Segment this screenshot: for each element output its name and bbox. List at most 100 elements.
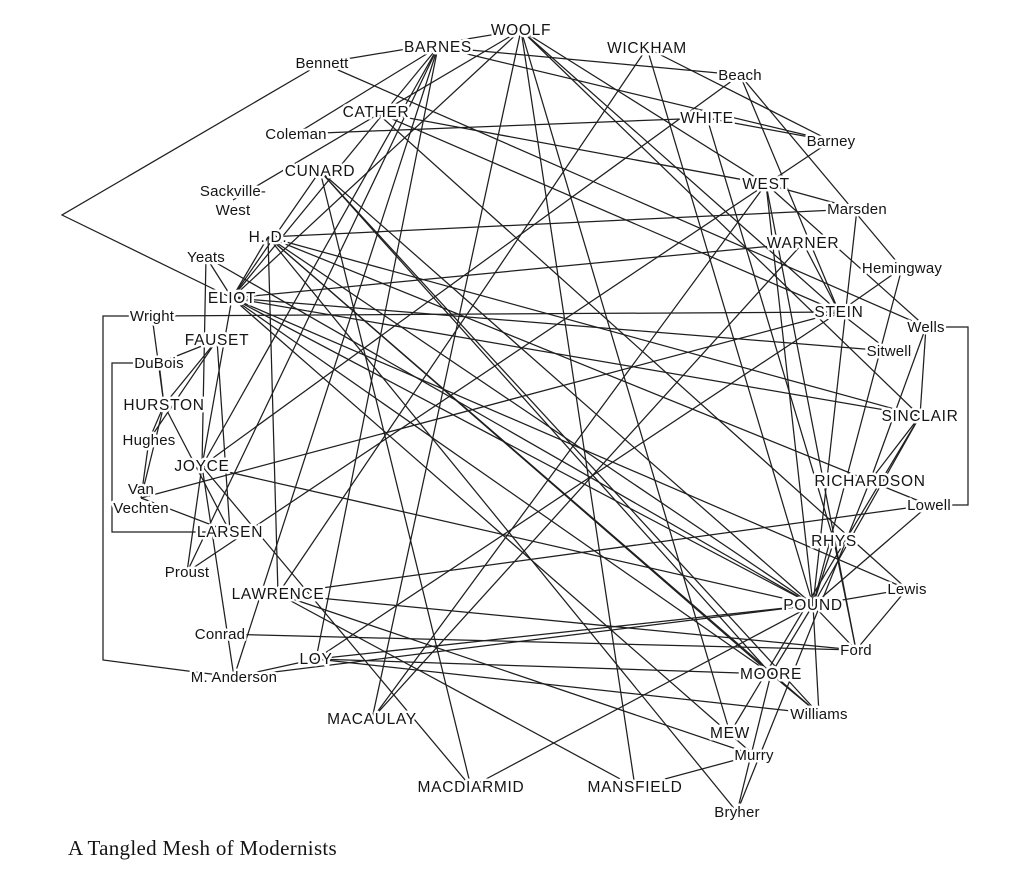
node-label-lewis: Lewis <box>887 581 926 598</box>
node-label-hemingway: Hemingway <box>862 260 942 277</box>
node-label-sinclair: SINCLAIR <box>881 408 958 425</box>
edge-warner-stein <box>802 242 840 313</box>
edge-sinclair-eliot <box>231 297 921 417</box>
node-label-west: WEST <box>742 176 790 193</box>
edge-eliot-pound <box>231 297 814 606</box>
edge-hurston-hughes <box>148 404 165 441</box>
node-label-yeats: Yeats <box>187 249 225 266</box>
edge-hd-marsden <box>267 208 858 238</box>
node-label-hd: H. D. <box>249 229 288 246</box>
edge-barnes-manderson <box>233 46 439 678</box>
edge-west-marsden <box>765 183 858 210</box>
node-label-lawrence: LAWRENCE <box>232 586 325 603</box>
node-label-warner: WARNER <box>767 235 840 252</box>
edge-joyce-beach <box>201 74 741 467</box>
edge-barnes-joyce <box>201 46 439 467</box>
edge-barnes-proust <box>186 46 439 573</box>
edge-cunard-williams <box>319 170 820 715</box>
edge-lawrence-mansfield <box>277 593 636 788</box>
edge-stein-vanvechten <box>140 311 840 499</box>
edge-stein-wright <box>151 311 840 317</box>
edge-stein-loy <box>315 311 840 660</box>
edge-west-pound <box>765 183 814 606</box>
node-label-white: WHITE <box>680 110 733 127</box>
edge-barnes-beach <box>437 46 741 76</box>
node-label-bryher: Bryher <box>714 804 759 821</box>
edge-pound-ford <box>812 604 857 651</box>
edge-cunard-moore <box>319 170 772 675</box>
node-label-cunard: CUNARD <box>285 163 356 180</box>
edge-fauset-dubois <box>158 339 218 364</box>
node-label-joyce: JOYCE <box>174 458 229 475</box>
edge-pound-yeats <box>205 256 814 606</box>
edge-dubois-larsen <box>111 362 230 533</box>
node-label-woolf: WOOLF <box>491 22 551 39</box>
edge-barnes-eliot <box>231 46 439 299</box>
node-label-macaulay: MACAULAY <box>327 711 417 728</box>
edge-barnes-loy <box>315 46 439 660</box>
edge-lawrence-murry <box>277 593 755 756</box>
node-label-proust: Proust <box>165 564 210 581</box>
edge-pound-marsden <box>812 208 858 606</box>
node-label-sackville: Sackville-West <box>200 183 266 219</box>
edge-sinclair-pound <box>812 415 921 606</box>
node-label-beach: Beach <box>718 67 762 84</box>
edge-cunard-macdiarmid <box>319 170 472 788</box>
node-label-bennett: Bennett <box>295 55 349 72</box>
node-label-fauset: FAUSET <box>185 332 250 349</box>
edge-fauset-hughes <box>148 339 218 441</box>
node-label-manderson: M. Anderson <box>191 669 277 686</box>
node-label-coleman: Coleman <box>265 126 326 143</box>
node-label-larsen: LARSEN <box>197 524 263 541</box>
edge-richardson-sinclair <box>869 415 921 482</box>
node-label-moore: MOORE <box>740 666 802 683</box>
edge-wright-manderson <box>102 315 235 678</box>
node-label-wright: Wright <box>130 308 175 325</box>
edge-white-barney <box>706 117 832 142</box>
edge-pound-lewis <box>812 588 908 606</box>
edge-woolf-sackville <box>232 29 522 201</box>
edge-loy-williams <box>315 658 820 715</box>
edge-stein-beach <box>739 74 840 313</box>
edge-bennett-wells <box>321 62 927 328</box>
edge-white-rhys <box>706 117 835 542</box>
edge-barney-proust <box>186 140 832 573</box>
node-label-sitwell: Sitwell <box>867 343 912 360</box>
edge-cather-lewis <box>375 111 908 590</box>
edge-rhys-ford <box>833 540 857 651</box>
edge-ford-conrad <box>219 633 857 651</box>
edge-eliot-joyce <box>201 297 233 467</box>
node-label-wickham: WICKHAM <box>607 40 687 57</box>
edge-cather-stein <box>375 111 840 313</box>
node-label-pound: POUND <box>783 597 842 614</box>
node-label-rhys: RHYS <box>811 533 857 550</box>
edge-pound-loy <box>315 604 814 660</box>
edge-barnes-barney <box>437 46 832 142</box>
edge-pound-williams <box>812 604 820 715</box>
edge-barnes-coleman <box>295 46 439 135</box>
edge-west-wells <box>765 183 927 328</box>
edge-stein-sitwell <box>838 311 890 352</box>
edge-pound-hemingway <box>812 267 903 606</box>
edge-wickham-lawrence <box>277 47 648 595</box>
node-label-eliot: ELIOT <box>208 290 256 307</box>
node-label-ford: Ford <box>840 642 872 659</box>
edge-hd-bryher <box>267 236 738 813</box>
edge-hd-lowell <box>267 236 930 506</box>
edge-pound-moore <box>770 604 814 675</box>
node-label-richardson: RICHARDSON <box>814 473 925 490</box>
edge-cunard-eliot <box>231 170 321 299</box>
node-label-marsden: Marsden <box>827 201 887 218</box>
edge-stein-hemingway <box>838 267 903 313</box>
node-label-murry: Murry <box>734 747 774 764</box>
edge-vanvechten-hughes <box>140 439 150 499</box>
node-label-hughes: Hughes <box>123 432 176 449</box>
node-label-williams: Williams <box>790 706 847 723</box>
edge-pound-manderson <box>233 604 814 678</box>
edge-pound-macdiarmid <box>470 604 814 788</box>
node-label-lowell: Lowell <box>907 497 951 514</box>
edge-joyce-yeats <box>201 256 207 467</box>
node-label-stein: STEIN <box>814 304 863 321</box>
edge-loy-moore <box>315 658 772 675</box>
node-label-barney: Barney <box>807 133 856 150</box>
